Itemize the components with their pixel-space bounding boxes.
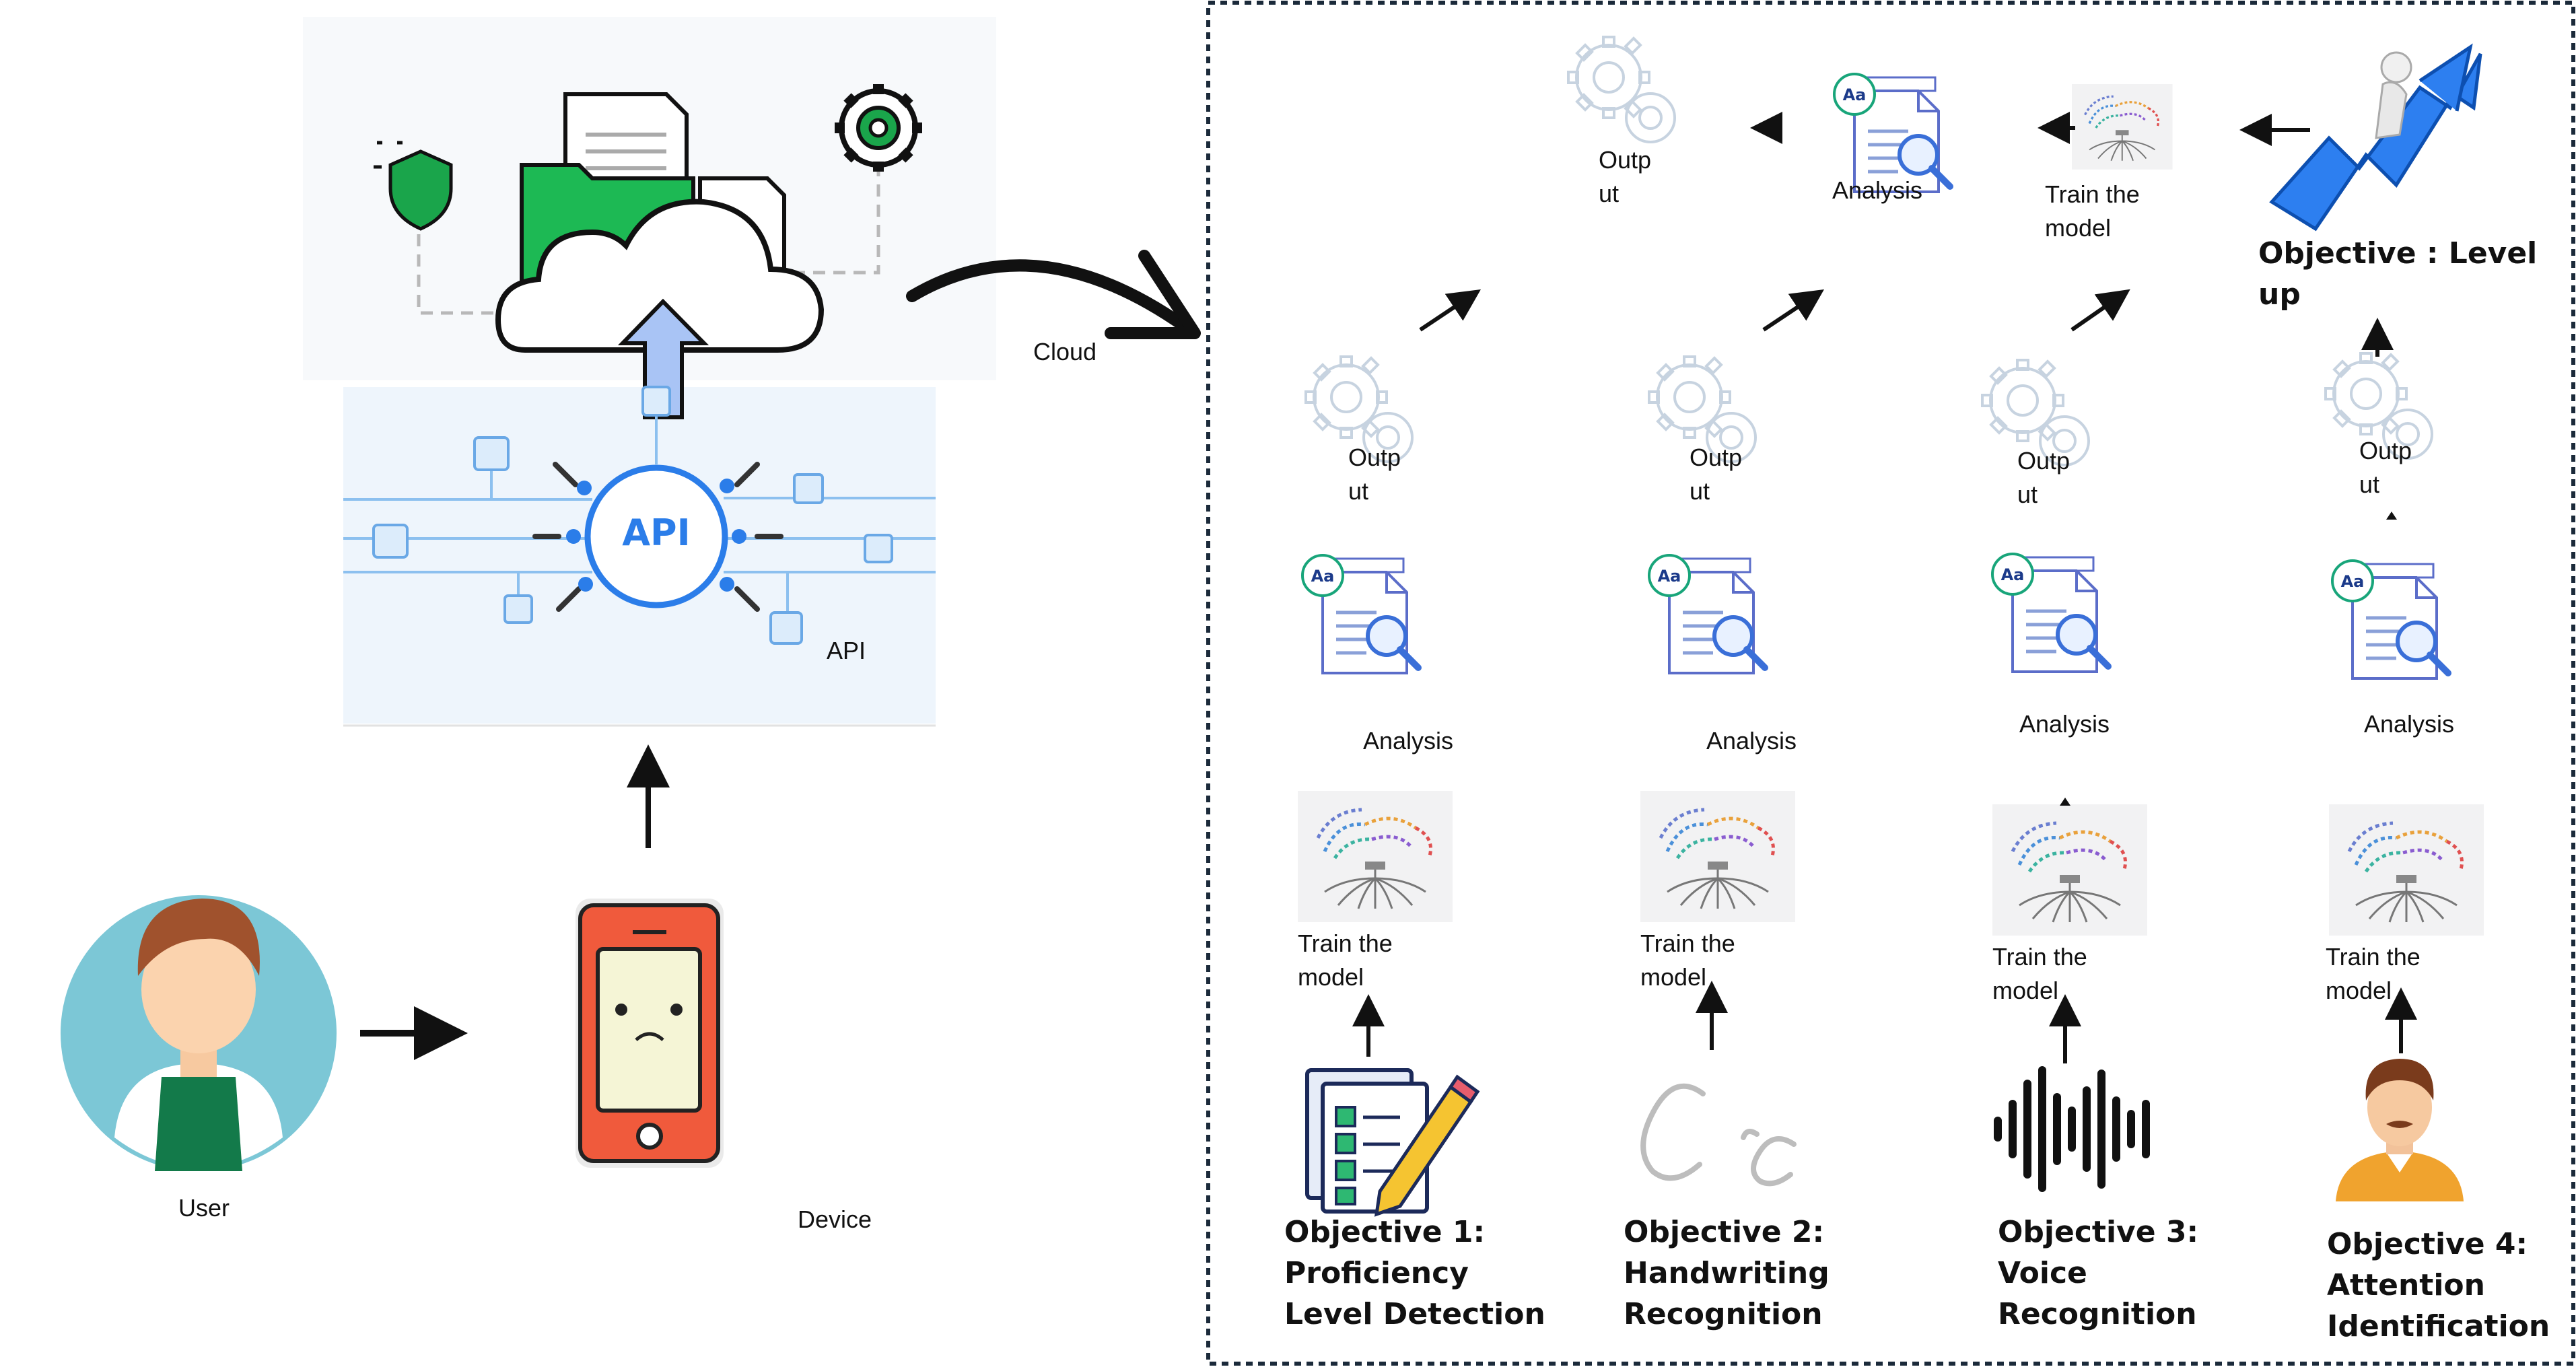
diagonal-arrows bbox=[1419, 289, 2394, 357]
col2-analysis-label: Analysis bbox=[1706, 727, 1797, 755]
col3-analysis-icon bbox=[1992, 554, 2108, 672]
col4-analysis-label: Analysis bbox=[2364, 710, 2455, 738]
col3-train-model-label: Train the model bbox=[1992, 943, 2087, 1004]
checklist-pencil-icon bbox=[1305, 1068, 1480, 1217]
col4-train-model-label: Train the model bbox=[2326, 943, 2421, 1004]
objective-up-arrows bbox=[1352, 981, 2417, 1063]
col3-train-model-brain-icon bbox=[1992, 804, 2147, 936]
top-train-model-brain-icon bbox=[2070, 83, 2174, 171]
top-row-arrows bbox=[1750, 112, 2310, 146]
objective-level-up-label: Objective : Level up bbox=[2258, 236, 2538, 312]
col2-analysis-icon bbox=[1649, 555, 1765, 673]
col4-analysis-icon bbox=[2332, 561, 2448, 678]
connector-dots bbox=[566, 479, 746, 592]
user-avatar bbox=[61, 895, 337, 1171]
shield-icon bbox=[374, 141, 453, 231]
col1-analysis-icon bbox=[1302, 555, 1418, 673]
user-label: User bbox=[178, 1194, 230, 1222]
device-label: Device bbox=[798, 1205, 872, 1233]
api-node-icons bbox=[372, 386, 893, 645]
handwriting-icon bbox=[1640, 1083, 1797, 1187]
phone-device-icon bbox=[576, 899, 724, 1168]
col3-analysis-label: Analysis bbox=[2019, 710, 2110, 738]
objective-3-label: Objective 3: Voice Recognition bbox=[1998, 1215, 2199, 1331]
col1-train-model-label: Train the model bbox=[1298, 930, 1393, 991]
col3-output-label: Outp ut bbox=[2017, 447, 2070, 508]
col1-train-model-brain-icon bbox=[1298, 791, 1453, 922]
col4-output-label: Outp ut bbox=[2359, 437, 2412, 498]
top-analysis-label: Analysis bbox=[1832, 176, 1923, 204]
cloud-dashed-connectors bbox=[417, 164, 880, 315]
objectives-panel bbox=[1206, 1, 2575, 1366]
objective-1-label: Objective 1: Proficiency Level Detection bbox=[1284, 1215, 1545, 1331]
col2-train-model-label: Train the model bbox=[1640, 930, 1735, 991]
top-output-gears-icon bbox=[1567, 36, 1676, 143]
objective-4-label: Objective 4: Attention Identification bbox=[2327, 1227, 2550, 1343]
api-label: API bbox=[827, 637, 866, 664]
plug-icons bbox=[532, 462, 784, 612]
sound-wave-icon bbox=[1994, 1066, 2150, 1192]
gear-icon bbox=[835, 84, 922, 172]
level-up-chart-icon bbox=[2269, 43, 2482, 232]
cloud-icon bbox=[495, 199, 825, 353]
col2-train-model-brain-icon bbox=[1640, 791, 1795, 922]
api-circle bbox=[584, 464, 728, 608]
cloud-label: Cloud bbox=[1033, 338, 1097, 365]
col1-output-label: Outp ut bbox=[1348, 444, 1401, 505]
top-output-label: Outp ut bbox=[1599, 146, 1652, 207]
upload-arrow-icon bbox=[617, 298, 709, 419]
col1-analysis-label: Analysis bbox=[1363, 727, 1454, 755]
col2-output-label: Outp ut bbox=[1690, 444, 1743, 505]
cloud-to-panel-arrow bbox=[906, 259, 1191, 332]
objective-2-label: Objective 2: Handwriting Recognition bbox=[1624, 1215, 1830, 1331]
top-train-model-label: Train the model bbox=[2045, 180, 2140, 242]
api-badge: API bbox=[622, 512, 691, 554]
col4-train-model-brain-icon bbox=[2329, 804, 2484, 936]
attention-person-icon bbox=[2336, 1059, 2464, 1201]
